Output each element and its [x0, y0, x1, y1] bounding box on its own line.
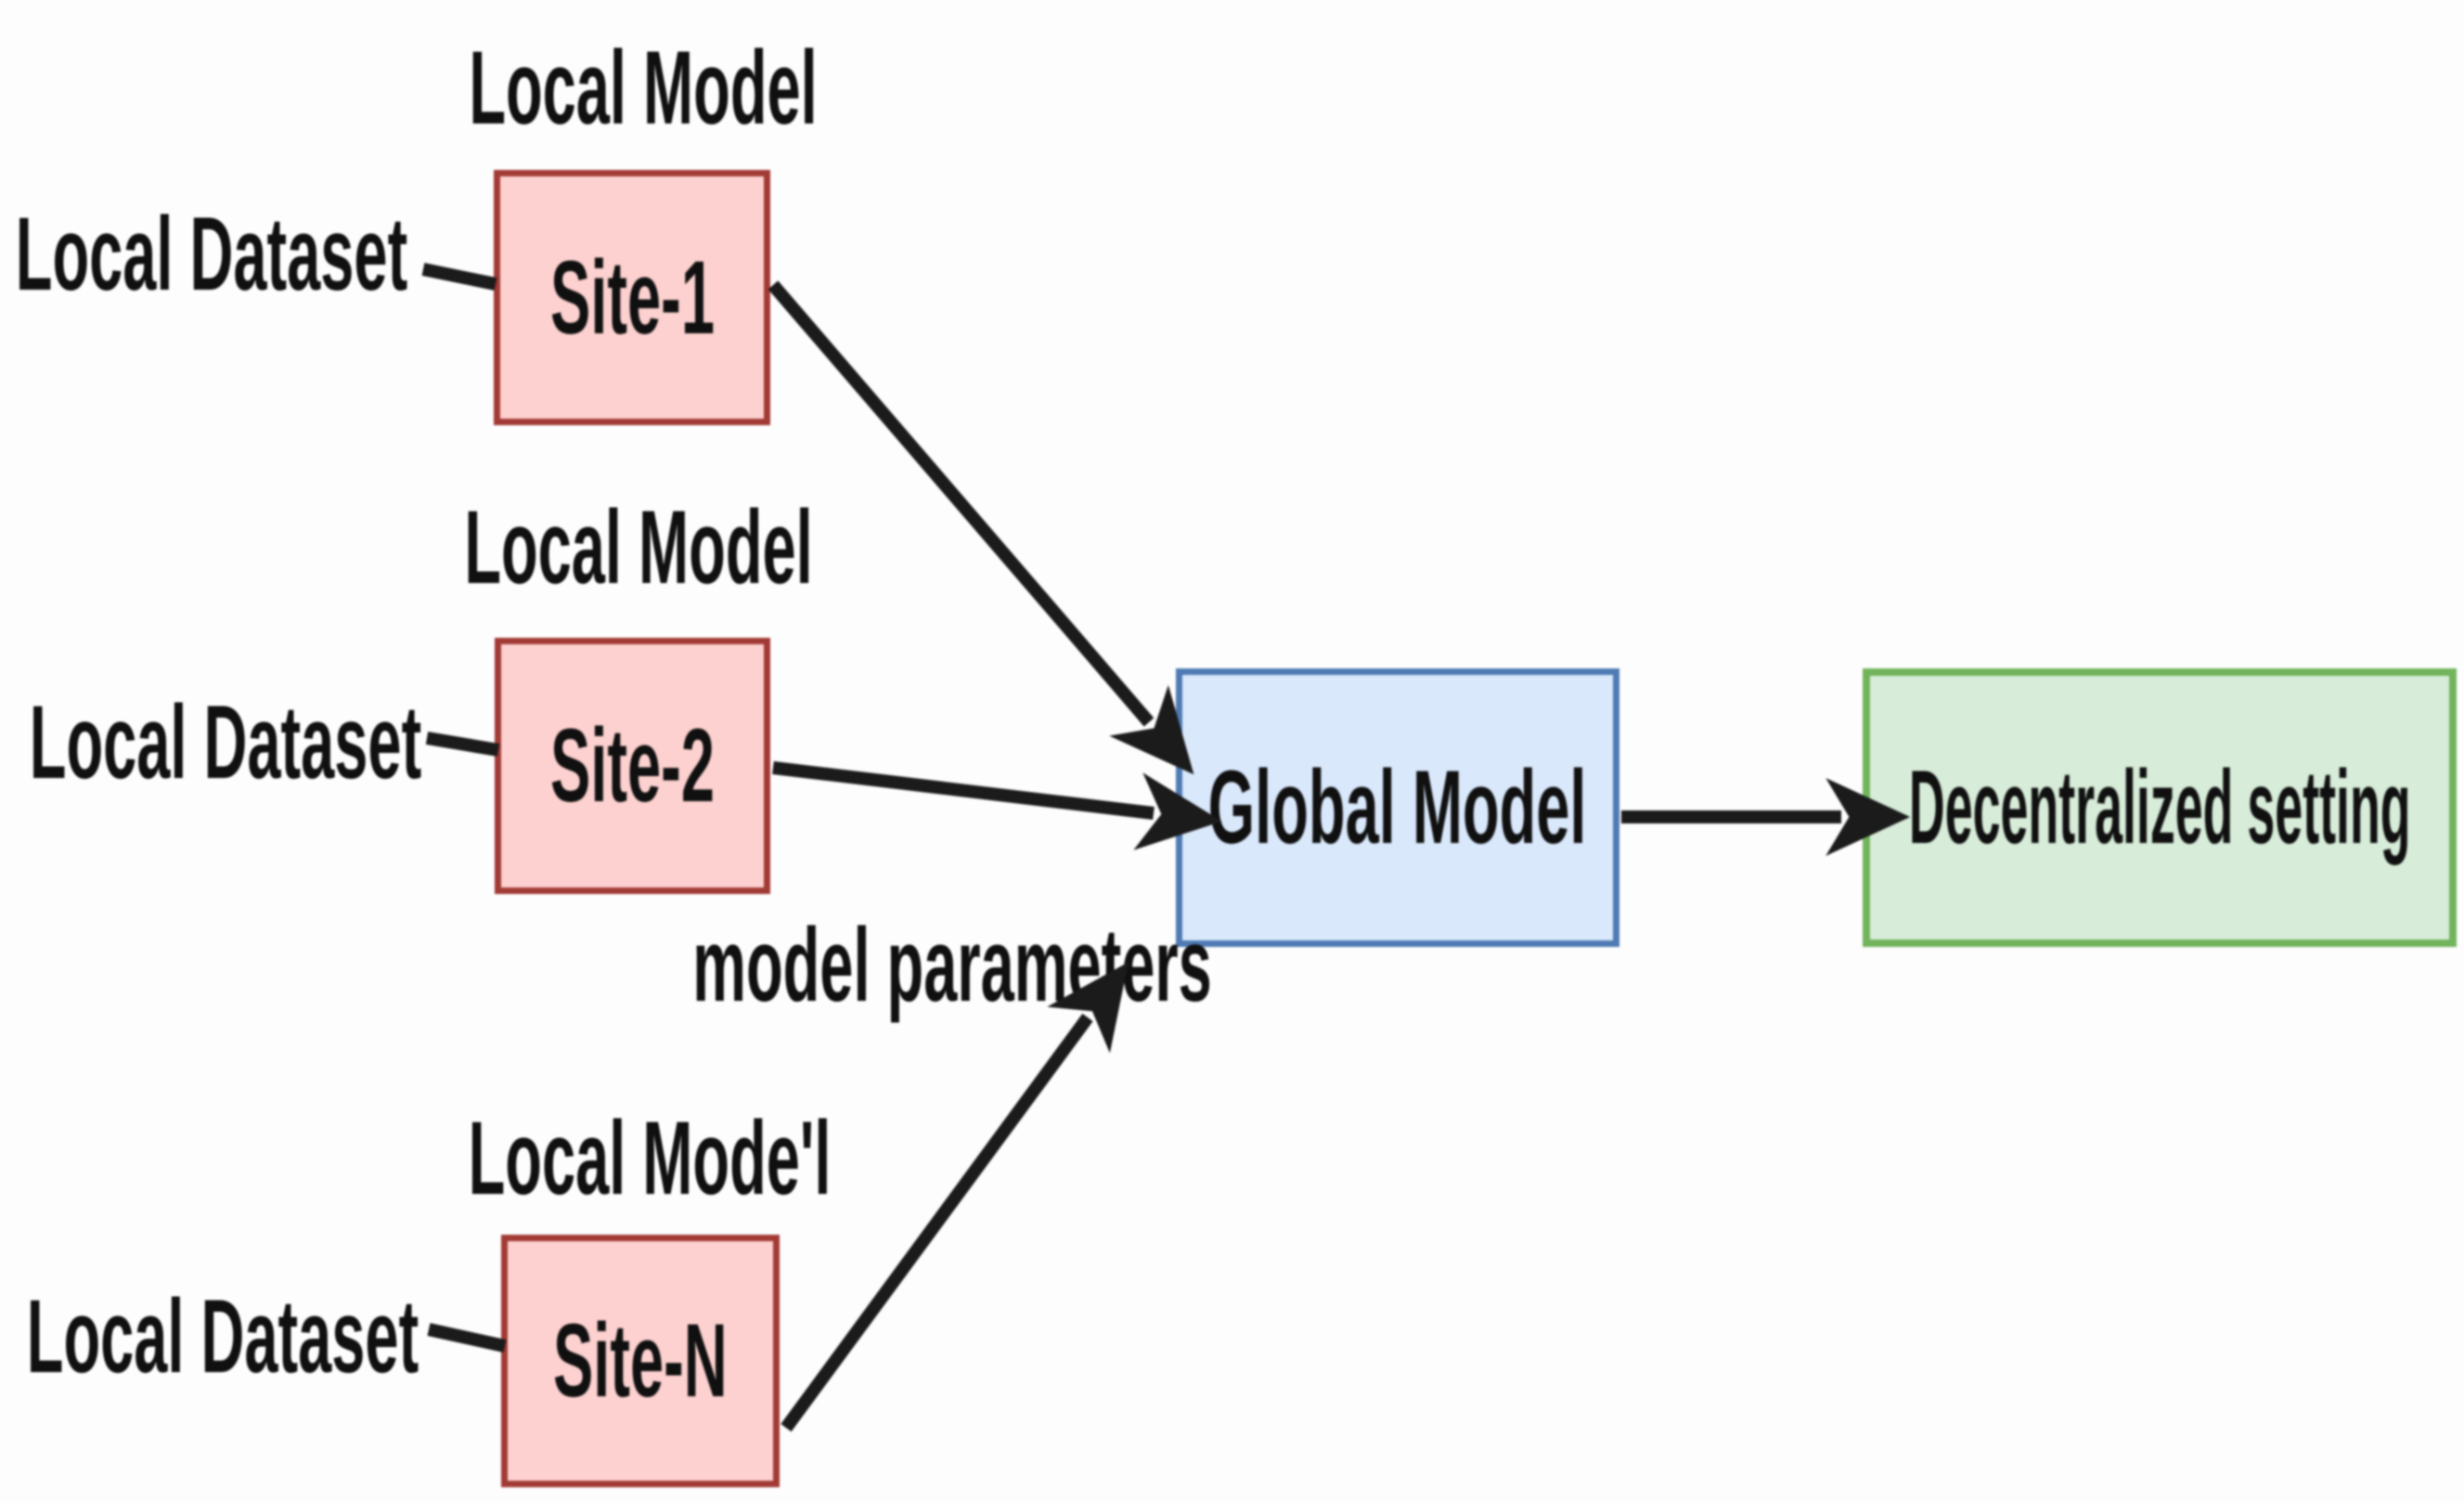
dataset1-to-site1-line	[421, 263, 497, 291]
site-2-box: Site-2	[495, 638, 770, 894]
site2-to-global-arrow	[772, 761, 1222, 850]
global-model-box: Global Model	[1176, 668, 1619, 947]
global-model-label: Global Model	[1208, 749, 1587, 865]
decentralized-setting-box: Decentralized setting	[1863, 668, 2457, 947]
site-1-box: Site-1	[494, 170, 770, 425]
local-model-label-3: Local Mode'l	[468, 1100, 832, 1216]
local-model-label-2: Local Model	[464, 489, 813, 605]
site1-to-global-arrow	[768, 280, 1194, 775]
local-dataset-label-2: Local Dataset	[29, 684, 422, 800]
decentralized-setting-label: Decentralized setting	[1908, 749, 2411, 865]
edge-label-model-parameters: model parameters	[692, 907, 1212, 1023]
site-n-label: Site-N	[553, 1302, 728, 1419]
local-dataset-label-3: Local Dataset	[26, 1278, 419, 1394]
siten-to-global-arrow	[780, 962, 1129, 1432]
dataset3-to-siten-line	[427, 1323, 507, 1353]
dataset2-to-site2-line	[425, 732, 500, 757]
site-1-label: Site-1	[549, 239, 715, 356]
local-model-label-1: Local Model	[469, 30, 818, 146]
site-2-label: Site-2	[550, 707, 715, 823]
local-dataset-label-1: Local Dataset	[15, 196, 408, 312]
site-n-box: Site-N	[501, 1235, 780, 1487]
